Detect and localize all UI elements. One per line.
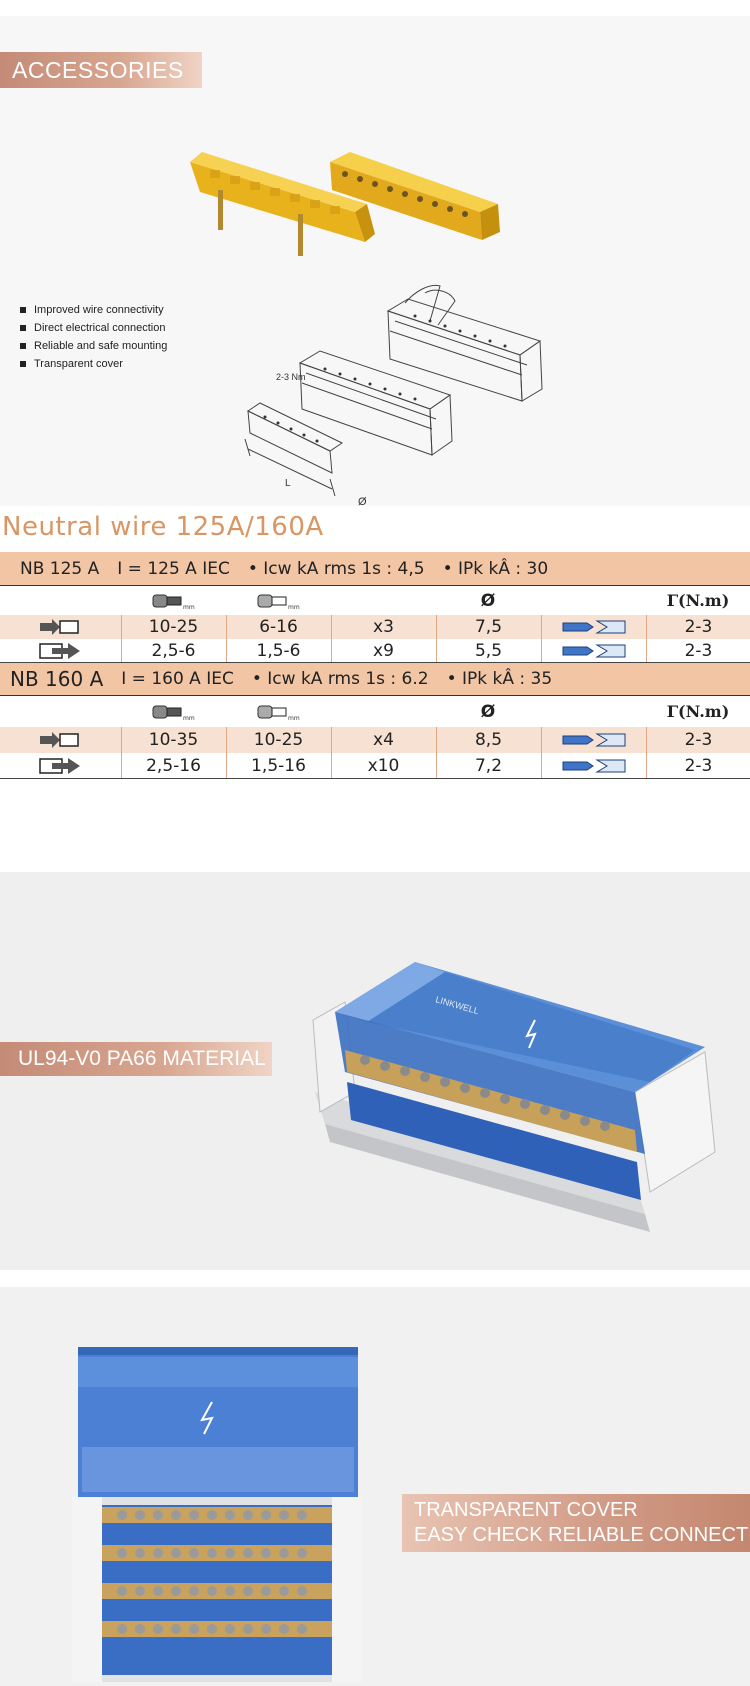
torque-header: Γ(N.m)	[666, 591, 730, 610]
length-label: L	[285, 478, 291, 489]
cover-banner: TRANSPARENT COVER EASY CHECK RELIABLE CO…	[402, 1494, 750, 1552]
bullet-icon	[20, 361, 26, 367]
material-section: UL94-V0 PA66 MATERIAL LINKWELL	[0, 872, 750, 1270]
feature-item: Improved wire connectivity	[20, 301, 167, 319]
group-header-nb125: NB 125 A I = 125 A IEC • Icw kA rms 1s :…	[0, 552, 750, 585]
bullet-icon	[20, 343, 26, 349]
screwdriver-icon	[541, 615, 645, 639]
spec-title: Neutral wire 125A/160A	[2, 512, 324, 542]
svg-text:mm²: mm²	[183, 715, 195, 722]
screwdriver-icon	[541, 639, 645, 662]
distribution-block-photo: LINKWELL	[312, 962, 716, 1232]
icon-header-row: mm² mm² Ø Γ(N.m)	[0, 695, 750, 727]
material-banner: UL94-V0 PA66 MATERIAL	[0, 1042, 272, 1076]
open-cover-block-photo	[72, 1347, 362, 1682]
spec-table: NB 125 A I = 125 A IEC • Icw kA rms 1s :…	[0, 552, 750, 779]
connector-large-icon	[0, 753, 120, 778]
svg-text:mm²: mm²	[288, 715, 300, 722]
icon-header-row: mm² mm² Ø Γ(N.m)	[0, 585, 750, 615]
table-row: 10-25 6-16 x3 7,5 2-3	[0, 615, 750, 639]
cover-banner-line1: TRANSPARENT COVER	[414, 1499, 638, 1521]
diameter-header: Ø	[480, 701, 496, 722]
group-header-nb160: NB 160 A I = 160 A IEC • Icw kA rms 1s :…	[0, 663, 750, 695]
connector-small-icon	[0, 727, 120, 753]
cover-banner-line2: EASY CHECK RELIABLE CONNECTION	[414, 1524, 750, 1546]
lightning-icon	[200, 1401, 214, 1435]
feature-item: Transparent cover	[20, 355, 167, 373]
cover-section: TRANSPARENT COVER EASY CHECK RELIABLE CO…	[0, 1287, 750, 1686]
bullet-icon	[20, 325, 26, 331]
feature-list: Improved wire connectivity Direct electr…	[20, 301, 167, 373]
table-row: 10-35 10-25 x4 8,5 2-3	[0, 727, 750, 753]
svg-text:mm²: mm²	[288, 604, 300, 611]
connector-large-icon	[0, 639, 120, 662]
feature-item: Direct electrical connection	[20, 319, 167, 337]
accessories-section: ACCESSORIES Improved wire connectivity D…	[0, 16, 750, 506]
torque-header: Γ(N.m)	[666, 702, 730, 721]
bullet-icon	[20, 307, 26, 313]
screwdriver-icon	[541, 753, 645, 778]
yellow-terminal-bars-image	[190, 152, 500, 256]
screwdriver-icon	[541, 727, 645, 753]
table-row: 2,5-6 1,5-6 x9 5,5 2-3	[0, 639, 750, 663]
lightning-icon	[525, 1019, 537, 1049]
table-row: 2,5-16 1,5-16 x10 7,2 2-3	[0, 753, 750, 779]
diameter-header: Ø	[480, 590, 496, 611]
ferrule-bare-icon: mm²	[226, 696, 330, 727]
svg-text:mm²: mm²	[183, 604, 195, 611]
ferrule-bare-icon: mm²	[226, 586, 330, 615]
feature-item: Reliable and safe mounting	[20, 337, 167, 355]
accessories-banner: ACCESSORIES	[0, 52, 202, 88]
assembly-line-drawing: 2-3 Nm L Ø	[244, 284, 543, 506]
diameter-label: Ø	[358, 496, 367, 506]
ferrule-insulated-icon: mm²	[121, 696, 225, 727]
connector-small-icon	[0, 615, 120, 639]
torque-label: 2-3 Nm	[276, 372, 306, 382]
ferrule-insulated-icon: mm²	[121, 586, 225, 615]
